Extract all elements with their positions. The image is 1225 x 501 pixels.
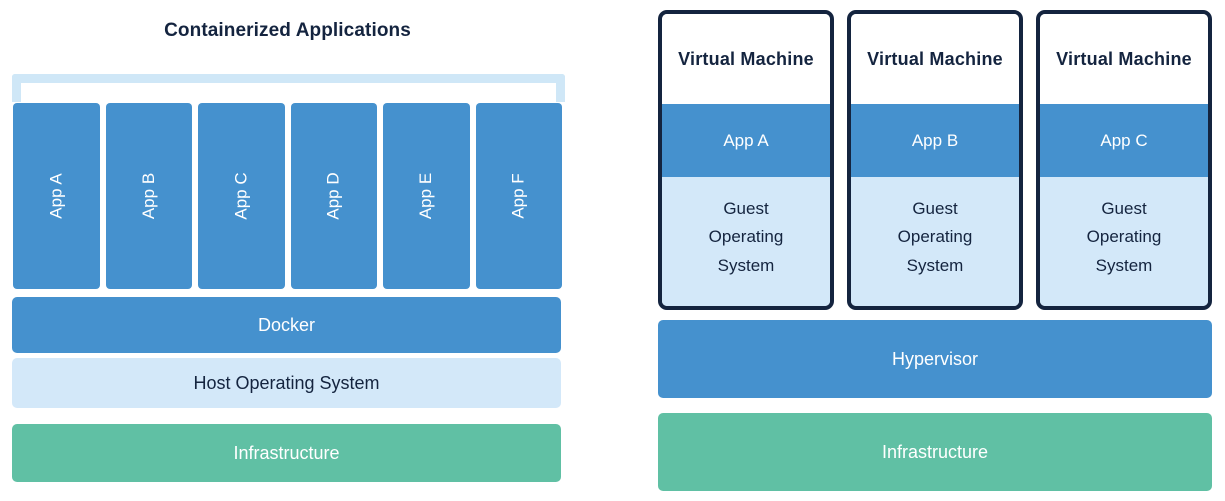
- containers-bracket: [12, 74, 565, 102]
- virtual-machines-panel: Virtual Machine App A Guest Operating Sy…: [600, 0, 1225, 501]
- virtual-machine-2[interactable]: Virtual Machine App B Guest Operating Sy…: [847, 10, 1023, 310]
- container-app-b-label: App B: [138, 172, 158, 220]
- hypervisor-layer-label: Hypervisor: [891, 348, 979, 369]
- infrastructure-layer-left[interactable]: Infrastructure: [12, 424, 561, 482]
- virtual-machine-1-app-label: App A: [723, 130, 769, 150]
- virtual-machine-1-app: App A: [662, 104, 830, 177]
- host-operating-system-layer[interactable]: Host Operating System: [12, 358, 561, 408]
- containerized-applications-title: Containerized Applications: [164, 20, 411, 41]
- infrastructure-layer-left-label: Infrastructure: [233, 442, 340, 463]
- containerized-applications-panel: Containerized Applications App A App B A…: [0, 0, 600, 501]
- container-app-d-label: App D: [323, 172, 343, 220]
- virtual-machine-3-title: Virtual Machine: [1056, 48, 1192, 69]
- virtual-machine-1-title-area: Virtual Machine: [662, 14, 830, 104]
- virtual-machine-2-title-area: Virtual Machine: [851, 14, 1019, 104]
- virtual-machine-2-guest-os: Guest Operating System: [851, 177, 1019, 306]
- container-app-e[interactable]: App E: [383, 103, 470, 289]
- container-app-e-label: App E: [416, 172, 436, 220]
- container-app-b[interactable]: App B: [105, 103, 192, 289]
- virtual-machine-3-guest-os: Guest Operating System: [1040, 177, 1208, 306]
- docker-layer-label: Docker: [257, 314, 315, 335]
- infrastructure-layer-right[interactable]: Infrastructure: [658, 413, 1212, 491]
- virtual-machine-3-app-label: App C: [1100, 130, 1148, 150]
- hypervisor-layer[interactable]: Hypervisor: [658, 320, 1212, 398]
- container-app-d[interactable]: App D: [290, 103, 377, 289]
- container-app-c[interactable]: App C: [198, 103, 285, 289]
- container-app-f-label: App F: [508, 173, 528, 219]
- host-operating-system-layer-label: Host Operating System: [193, 372, 380, 393]
- container-app-a[interactable]: App A: [13, 103, 100, 289]
- virtual-machine-2-title: Virtual Machine: [867, 48, 1003, 69]
- virtual-machines-row: Virtual Machine App A Guest Operating Sy…: [658, 10, 1212, 310]
- docker-layer[interactable]: Docker: [12, 297, 561, 353]
- container-app-a-label: App A: [46, 173, 66, 219]
- virtual-machine-2-app-label: App B: [911, 130, 959, 150]
- virtual-machine-1[interactable]: Virtual Machine App A Guest Operating Sy…: [658, 10, 834, 310]
- virtual-machine-3-guest-os-label: Guest Operating System: [1086, 199, 1162, 275]
- infrastructure-layer-right-label: Infrastructure: [881, 441, 989, 462]
- virtual-machine-2-app: App B: [851, 104, 1019, 177]
- virtual-machine-1-title: Virtual Machine: [678, 48, 814, 69]
- container-apps-row: App A App B App C App D App E App F: [13, 103, 562, 289]
- virtual-machine-3-app: App C: [1040, 104, 1208, 177]
- virtual-machine-3-title-area: Virtual Machine: [1040, 14, 1208, 104]
- virtual-machine-1-guest-os-label: Guest Operating System: [708, 199, 784, 275]
- virtual-machine-2-guest-os-label: Guest Operating System: [897, 199, 973, 275]
- virtual-machine-1-guest-os: Guest Operating System: [662, 177, 830, 306]
- container-app-c-label: App C: [231, 172, 251, 220]
- virtual-machine-3[interactable]: Virtual Machine App C Guest Operating Sy…: [1036, 10, 1212, 310]
- container-app-f[interactable]: App F: [475, 103, 562, 289]
